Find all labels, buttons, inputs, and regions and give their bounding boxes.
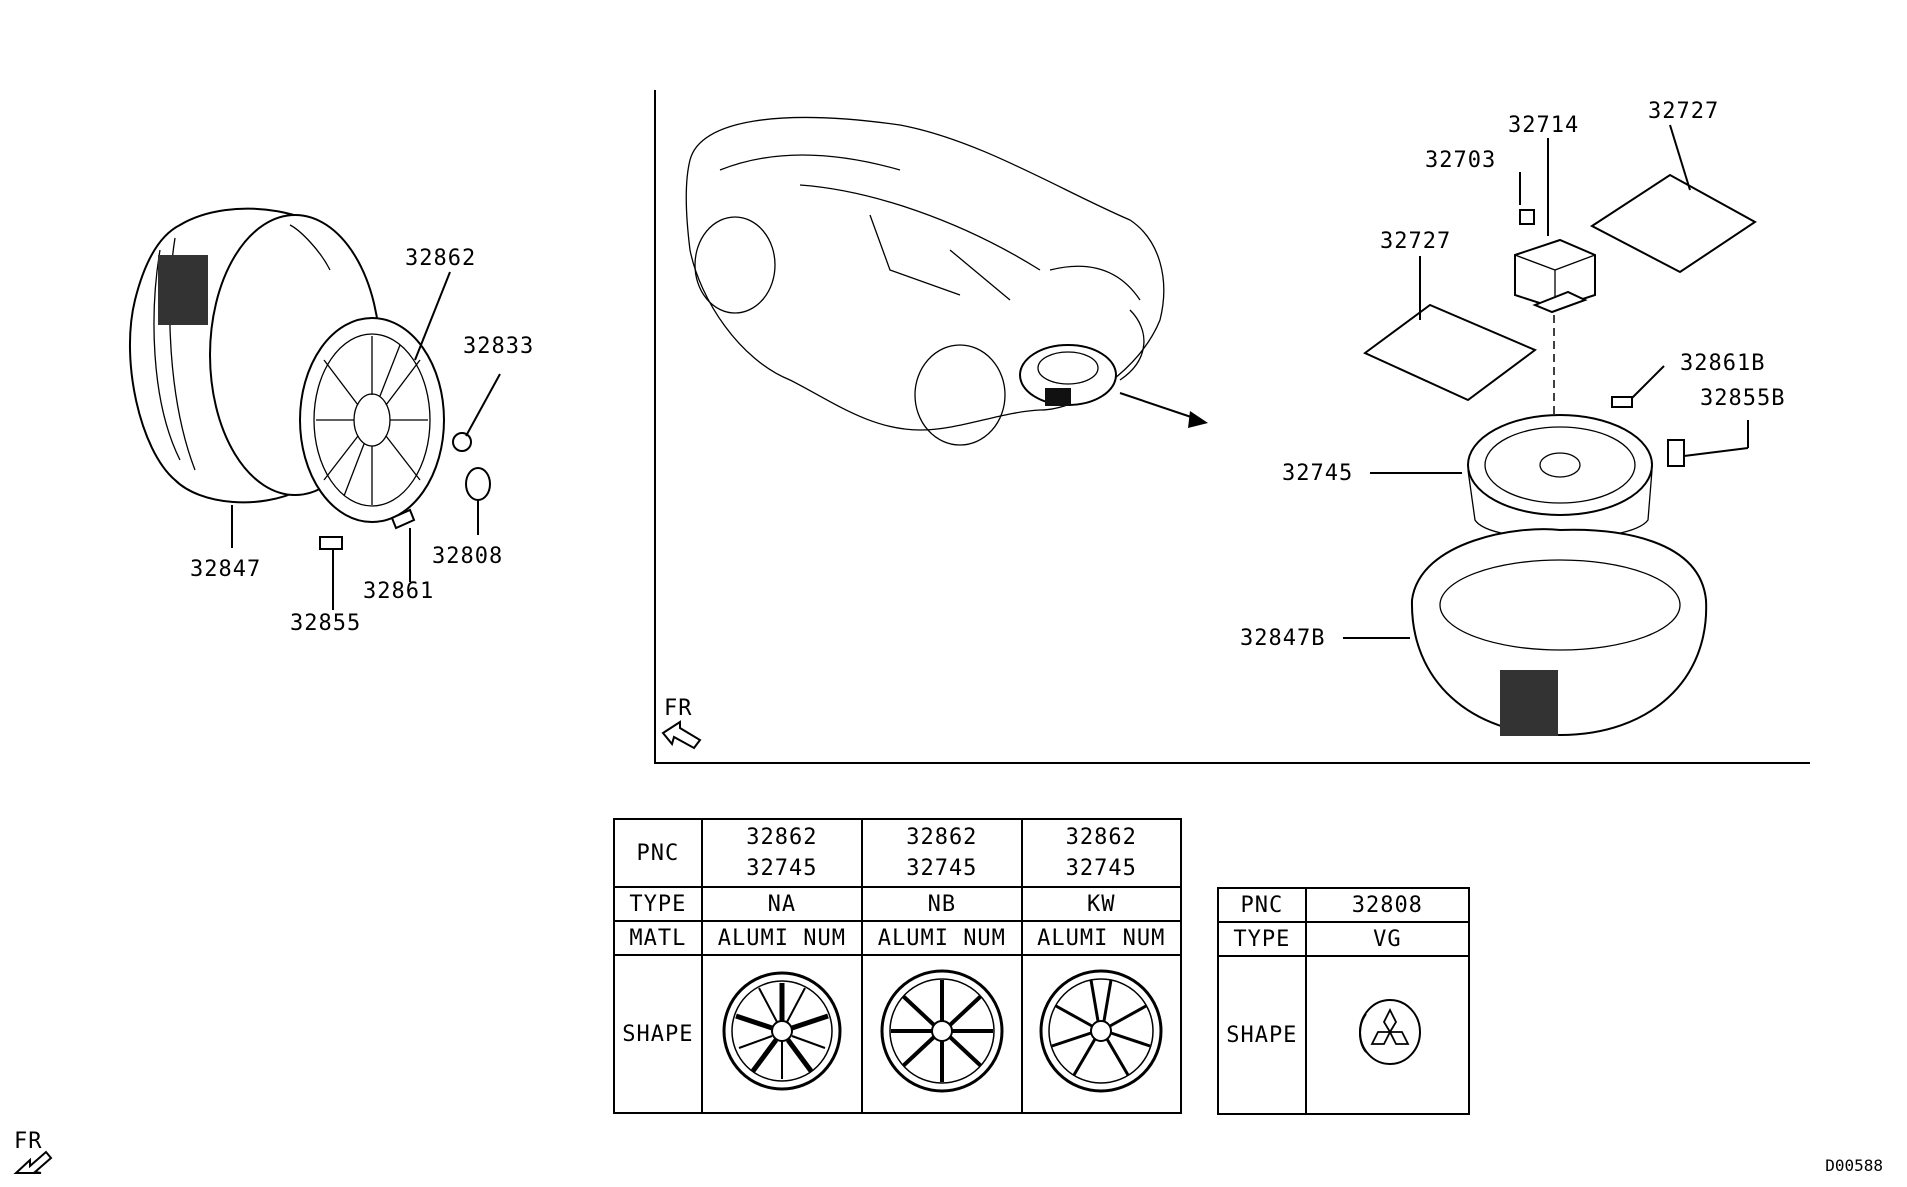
shape-cell xyxy=(861,954,1023,1114)
center-cap-shape-image xyxy=(1359,999,1422,1065)
callout-32833: 32833 xyxy=(463,334,534,359)
balance-weight xyxy=(390,508,416,530)
wheel-shape-nb-image xyxy=(880,969,1004,1093)
callout-32847: 32847 xyxy=(190,557,261,582)
callout-32745: 32745 xyxy=(1282,461,1353,486)
bolt xyxy=(1519,209,1535,225)
tread-pattern xyxy=(158,255,208,325)
callout-32714: 32714 xyxy=(1508,113,1579,138)
callout-32727-left: 32727 xyxy=(1380,229,1451,254)
tire-assembly xyxy=(129,207,491,550)
fr-arrow-main xyxy=(661,720,702,750)
fr-arrow-corner xyxy=(13,1150,53,1174)
callout-32855B: 32855B xyxy=(1700,386,1785,411)
type-cell: KW xyxy=(1020,886,1183,922)
matl-cell: ALUMI NUM xyxy=(1020,920,1183,956)
type-label: TYPE xyxy=(613,886,703,922)
spare-tire-location xyxy=(1019,344,1208,428)
drawing-code: D00588 xyxy=(1825,1156,1883,1175)
callout-32847B: 32847B xyxy=(1240,626,1325,651)
matl-cell: ALUMI NUM xyxy=(700,920,864,956)
lug-nut xyxy=(452,432,472,452)
inset-frame xyxy=(654,90,1810,764)
leader-lines-right xyxy=(1343,124,1749,639)
type-cell: VG xyxy=(1304,921,1471,957)
wheel-shape-na-image xyxy=(722,971,842,1091)
mat-left xyxy=(1363,303,1537,402)
callout-32861B: 32861B xyxy=(1680,351,1765,376)
pnc-label: PNC xyxy=(613,818,703,888)
type-cell: NA xyxy=(700,886,864,922)
tread-pattern-spare xyxy=(1500,670,1558,736)
wheel-shape-kw-image xyxy=(1039,969,1163,1093)
part-callouts: 32862 32833 32808 32847 32861 32855 3271… xyxy=(14,99,1785,1154)
callout-32855: 32855 xyxy=(290,611,361,636)
type-cell: NB xyxy=(861,886,1023,922)
callout-32703: 32703 xyxy=(1425,148,1496,173)
mat-right xyxy=(1590,173,1757,274)
spare-wheel-assembly xyxy=(1363,173,1757,737)
valve-stem-b xyxy=(1667,439,1685,467)
callout-32861: 32861 xyxy=(363,579,434,604)
shape-label: SHAPE xyxy=(1217,955,1307,1115)
fr-label-main: FR xyxy=(664,696,693,721)
callout-32808: 32808 xyxy=(432,544,503,569)
matl-cell: ALUMI NUM xyxy=(861,920,1023,956)
leader-lines-left xyxy=(231,271,501,610)
balance-weight-b xyxy=(1611,396,1633,408)
center-cap-table: PNC 32808 TYPE VG SHAPE xyxy=(1217,887,1471,1115)
pnc-label: PNC xyxy=(1217,887,1307,923)
fr-label-corner: FR xyxy=(14,1129,43,1154)
callout-32727-right: 32727 xyxy=(1648,99,1719,124)
type-label: TYPE xyxy=(1217,921,1307,957)
pnc-cell: 32808 xyxy=(1304,887,1471,923)
valve-stem xyxy=(319,536,343,550)
shape-label: SHAPE xyxy=(613,954,703,1114)
shape-cell xyxy=(1304,955,1471,1115)
shape-cell xyxy=(1020,954,1183,1114)
center-cap xyxy=(465,467,491,501)
matl-label: MATL xyxy=(613,920,703,956)
shape-cell xyxy=(700,954,864,1114)
callout-32862: 32862 xyxy=(405,246,476,271)
